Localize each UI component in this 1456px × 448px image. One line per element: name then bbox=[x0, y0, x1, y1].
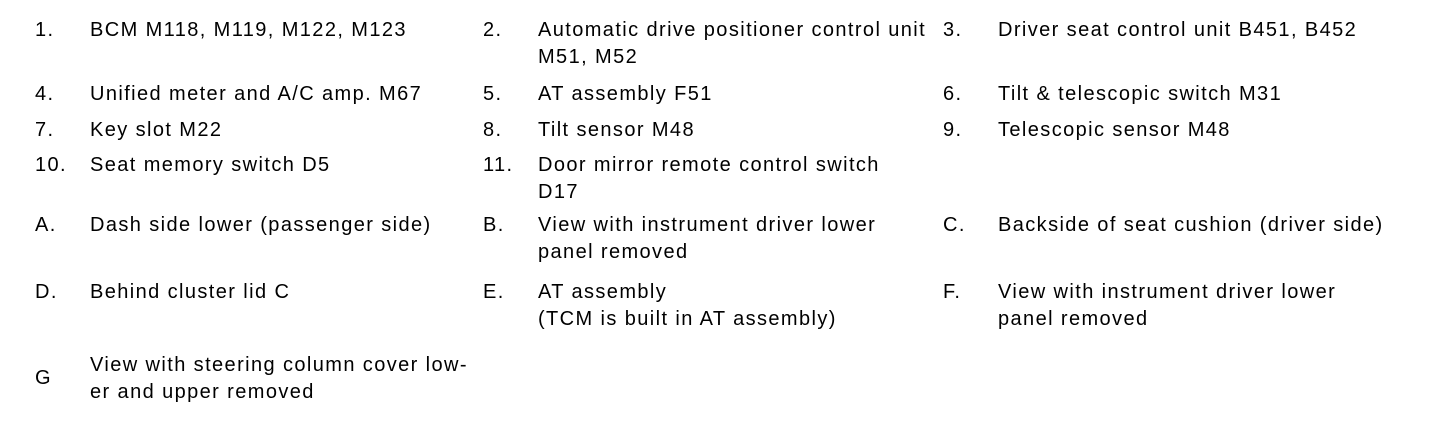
legend-item-10: 10. Seat memory switch D5 bbox=[35, 152, 447, 179]
legend-item-B-text: View with instrument driver lower panel … bbox=[538, 214, 877, 263]
legend-item-5-text: AT assembly F51 bbox=[538, 83, 713, 105]
legend-item-1-number: 1. bbox=[35, 19, 55, 41]
legend-item-10-number: 10. bbox=[35, 154, 68, 176]
legend-item-11-number: 11. bbox=[483, 154, 514, 176]
legend-item-10-text: Seat memory switch D5 bbox=[90, 154, 331, 176]
legend-item-9: 9. Telescopic sensor M48 bbox=[943, 117, 1413, 144]
legend-item-6-text: Tilt & telescopic switch M31 bbox=[998, 83, 1283, 105]
legend-item-E-letter: E. bbox=[483, 281, 505, 303]
legend-item-C-letter: C. bbox=[943, 214, 966, 236]
legend-item-4-number: 4. bbox=[35, 83, 55, 105]
legend-item-9-text: Telescopic sensor M48 bbox=[998, 119, 1231, 141]
legend-item-7: 7. Key slot M22 bbox=[35, 117, 447, 144]
legend-item-1: 1. BCM M118, M119, M122, M123 bbox=[35, 17, 447, 44]
legend-item-A: A. Dash side lower (passenger side) bbox=[35, 212, 447, 239]
legend-item-C: C. Backside of seat cushion (driver side… bbox=[943, 212, 1413, 239]
legend-item-9-number: 9. bbox=[943, 119, 963, 141]
legend-item-B: B. View with instrument driver lower pan… bbox=[483, 212, 898, 266]
legend-item-11-text: Door mirror remote control switch D17 bbox=[538, 154, 880, 203]
legend-item-3-number: 3. bbox=[943, 19, 963, 41]
legend-item-8-number: 8. bbox=[483, 119, 503, 141]
legend-item-8: 8. Tilt sensor M48 bbox=[483, 117, 898, 144]
legend-item-E-text: AT assembly (TCM is built in AT assembly… bbox=[538, 281, 837, 330]
legend-item-3-text: Driver seat control unit B451, B452 bbox=[998, 19, 1358, 41]
legend-item-2: 2. Automatic drive positioner control un… bbox=[483, 17, 927, 71]
legend-item-D-letter: D. bbox=[35, 281, 58, 303]
legend-item-C-text: Backside of seat cushion (driver side) bbox=[998, 214, 1384, 236]
legend-item-F-text: View with instrument driver lower panel … bbox=[998, 281, 1337, 330]
legend-item-5-number: 5. bbox=[483, 83, 503, 105]
legend-item-5: 5. AT assembly F51 bbox=[483, 81, 898, 108]
legend-item-4: 4. Unified meter and A/C amp. M67 bbox=[35, 81, 447, 108]
legend-item-G-letter: G bbox=[35, 367, 52, 389]
legend-item-G-text: View with steering column cover low- er … bbox=[90, 354, 468, 403]
legend-item-A-letter: A. bbox=[35, 214, 57, 236]
legend-item-D: D. Behind cluster lid C bbox=[35, 279, 447, 306]
legend-item-D-text: Behind cluster lid C bbox=[90, 281, 291, 303]
legend-item-G: G View with steering column cover low- e… bbox=[35, 352, 468, 406]
legend-item-4-text: Unified meter and A/C amp. M67 bbox=[90, 83, 423, 105]
legend-item-6-number: 6. bbox=[943, 83, 963, 105]
legend-item-7-text: Key slot M22 bbox=[90, 119, 223, 141]
legend-item-2-text: Automatic drive positioner control unit … bbox=[538, 19, 927, 68]
legend-item-E: E. AT assembly (TCM is built in AT assem… bbox=[483, 279, 898, 333]
legend-item-B-letter: B. bbox=[483, 214, 505, 236]
legend-item-A-text: Dash side lower (passenger side) bbox=[90, 214, 432, 236]
legend-item-F: F. View with instrument driver lower pan… bbox=[943, 279, 1413, 333]
legend-item-7-number: 7. bbox=[35, 119, 55, 141]
legend-item-11: 11. Door mirror remote control switch D1… bbox=[483, 152, 898, 206]
legend-item-8-text: Tilt sensor M48 bbox=[538, 119, 695, 141]
legend-item-6: 6. Tilt & telescopic switch M31 bbox=[943, 81, 1413, 108]
legend-item-F-letter: F. bbox=[943, 281, 962, 303]
legend-item-3: 3. Driver seat control unit B451, B452 bbox=[943, 17, 1413, 44]
legend-item-1-text: BCM M118, M119, M122, M123 bbox=[90, 19, 407, 41]
legend-item-2-number: 2. bbox=[483, 19, 503, 41]
